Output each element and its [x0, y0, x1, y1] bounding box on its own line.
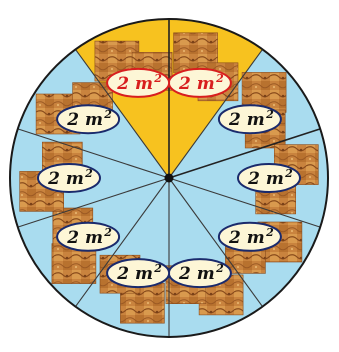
divider-line-8	[17, 177, 170, 228]
area-label-text: 2 m	[47, 169, 84, 189]
area-label-text: 2 m	[116, 74, 153, 94]
area-label-exponent: 2	[103, 108, 112, 121]
area-label-oval	[56, 104, 121, 135]
area-label-text: 2 m	[178, 74, 215, 94]
area-label-text: 2 m	[66, 228, 103, 248]
divider-line-2	[168, 49, 263, 179]
area-label-text: 2 m	[228, 110, 265, 130]
area-label-text: 2 m	[228, 228, 265, 248]
area-label-text: 2 m	[247, 169, 284, 189]
divider-line-5	[168, 177, 263, 307]
area-label-exponent: 2	[103, 226, 112, 239]
area-label-exponent: 2	[265, 226, 274, 239]
area-label-oval	[106, 258, 171, 289]
circle-outline	[9, 18, 329, 338]
area-label-exponent: 2	[284, 167, 293, 180]
area-label-oval	[217, 104, 282, 135]
area-label-text: 2 m	[66, 110, 103, 130]
area-label-oval	[237, 163, 301, 193]
area-label-exponent: 2	[215, 72, 224, 85]
area-label-exponent: 2	[84, 167, 93, 180]
area-label-exponent: 2	[265, 108, 274, 121]
area-label-text: 2 m	[116, 264, 153, 284]
area-label-oval	[56, 221, 121, 252]
area-label-exponent: 2	[153, 262, 162, 275]
area-label-oval	[217, 221, 282, 252]
divider-line-10	[75, 49, 170, 179]
area-label-exponent: 2	[215, 262, 224, 275]
divider-line-7	[75, 177, 170, 307]
center-point	[164, 173, 174, 183]
divider-line-4	[168, 177, 321, 228]
divider-line-3	[168, 128, 321, 179]
area-label-oval	[37, 163, 101, 193]
divider-line-9	[17, 128, 170, 179]
area-label-text: 2 m	[178, 264, 215, 284]
area-label-exponent: 2	[153, 72, 162, 85]
area-label-oval	[106, 67, 171, 98]
